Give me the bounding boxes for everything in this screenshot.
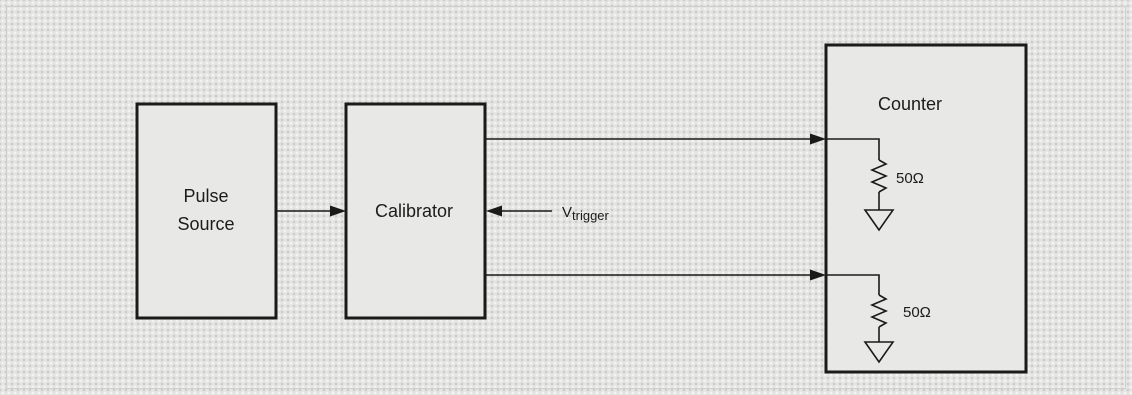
trigger-voltage-subscript: trigger (572, 208, 610, 223)
counter-box (824, 43, 1028, 374)
pulse-to-calibrator-arrowhead (330, 205, 346, 217)
trigger-voltage-label: Vtrigger (562, 204, 610, 223)
bottom-resistor-label: 50Ω (903, 304, 931, 321)
top-output-arrow (485, 133, 826, 145)
pulse-source-label-line2: Source (177, 214, 234, 234)
top-resistor-symbol (869, 159, 889, 193)
trigger-voltage-main: V (562, 204, 572, 221)
top-ground-symbol (863, 209, 895, 232)
pulse-source-block: Pulse Source (135, 102, 278, 320)
top-termination-lead (826, 138, 880, 160)
calibrator-block: Calibrator (344, 102, 487, 320)
pulse-source-label-line1: Pulse (183, 186, 228, 206)
top-output-arrowhead (810, 133, 826, 145)
calibrator-label: Calibrator (375, 201, 453, 221)
top-resistor-label: 50Ω (896, 170, 924, 187)
bottom-output-arrow (485, 269, 826, 281)
bottom-termination-lead (826, 274, 880, 295)
bottom-termination: 50Ω (826, 274, 931, 364)
trigger-input-arrow: Vtrigger (486, 204, 610, 223)
pulse-to-calibrator-arrow (276, 205, 346, 217)
counter-block: Counter (824, 43, 1028, 374)
diagram-frame (6, 6, 1126, 389)
bottom-ground-symbol (863, 341, 895, 364)
counter-label: Counter (878, 94, 942, 114)
top-termination: 50Ω (826, 138, 924, 232)
trigger-input-arrowhead (486, 205, 502, 217)
calibrator-box (344, 102, 487, 320)
bottom-output-arrowhead (810, 269, 826, 281)
bottom-resistor-symbol (869, 294, 889, 328)
pulse-source-box (135, 102, 278, 320)
